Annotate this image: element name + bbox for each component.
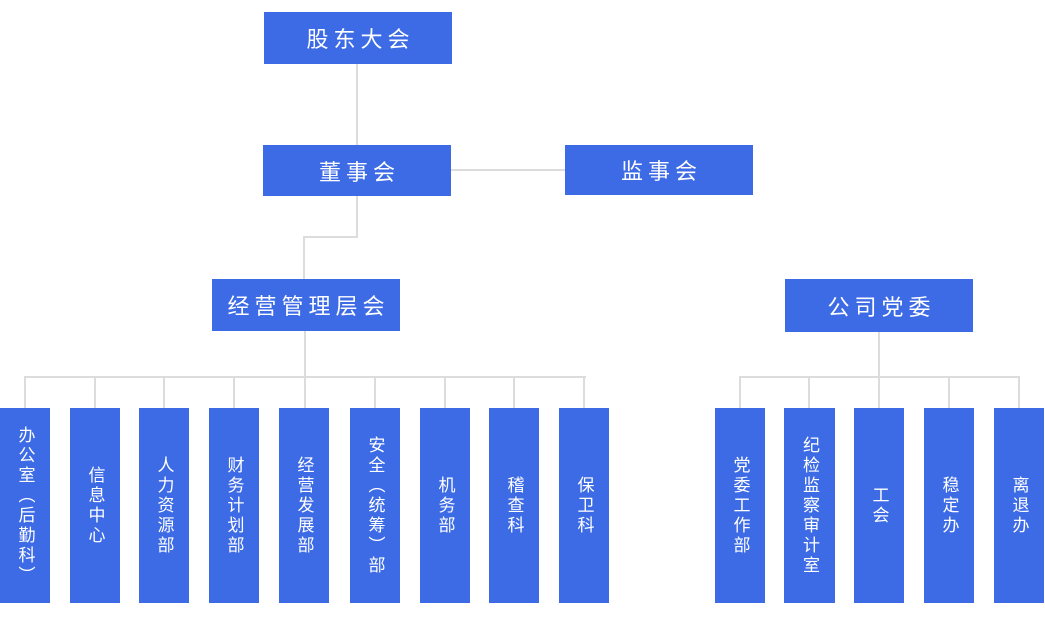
- node-label: 稳定办: [939, 475, 959, 536]
- node-dept-security: 保卫科: [559, 408, 609, 603]
- node-label: 机务部: [435, 475, 455, 536]
- connector-line: [808, 376, 810, 408]
- node-label: 股东大会: [306, 27, 415, 52]
- node-company-party-committee: 公司党委: [785, 279, 973, 332]
- connector-line: [1018, 376, 1020, 408]
- connector-line: [948, 376, 950, 408]
- node-label: 财务计划部: [224, 455, 244, 556]
- node-dept-retirement-office: 离退办: [994, 408, 1044, 603]
- connector-line: [356, 64, 358, 145]
- connector-line: [451, 169, 565, 171]
- node-dept-finance-planning: 财务计划部: [209, 408, 259, 603]
- node-board-of-directors: 董事会: [263, 145, 451, 196]
- connector-line: [94, 376, 96, 408]
- node-label: 党委工作部: [730, 455, 750, 556]
- node-dept-safety-coordination: 安全（统筹）部: [350, 408, 400, 603]
- node-label: 经营管理层会: [227, 294, 390, 319]
- connector-line: [374, 376, 376, 408]
- connector-line: [583, 376, 585, 408]
- node-label: 董事会: [318, 159, 400, 185]
- node-shareholders-meeting: 股东大会: [264, 12, 452, 64]
- node-dept-human-resources: 人力资源部: [139, 408, 189, 603]
- connector-line: [303, 236, 305, 279]
- node-label: 离退办: [1009, 475, 1029, 536]
- connector-line: [444, 376, 446, 408]
- node-label: 信息中心: [85, 465, 105, 546]
- node-supervisory-board: 监事会: [565, 145, 753, 195]
- connector-line: [303, 236, 358, 238]
- node-dept-machinery: 机务部: [420, 408, 470, 603]
- node-label: 稽查科: [504, 475, 524, 536]
- node-dept-stability-office: 稳定办: [924, 408, 974, 603]
- node-label: 纪检监察审计室: [800, 435, 819, 576]
- node-label: 办公室（后勤科）: [15, 425, 35, 586]
- node-dept-discipline-audit: 纪检监察审计室: [784, 408, 835, 603]
- node-label: 工会: [869, 485, 889, 526]
- node-label: 保卫科: [574, 475, 594, 536]
- node-dept-labor-union: 工会: [854, 408, 904, 603]
- node-label: 人力资源部: [154, 455, 174, 556]
- node-management-committee: 经营管理层会: [212, 279, 400, 331]
- connector-line: [356, 196, 358, 237]
- connector-line: [878, 332, 880, 408]
- connector-line: [163, 376, 165, 408]
- node-dept-inspection: 稽查科: [489, 408, 539, 603]
- connector-line: [739, 376, 741, 408]
- node-label: 监事会: [620, 159, 702, 184]
- node-dept-party-committee-work: 党委工作部: [715, 408, 765, 603]
- node-dept-general-office: 办公室（后勤科）: [0, 408, 50, 603]
- connector-line: [24, 376, 26, 408]
- node-label: 公司党委: [827, 294, 936, 320]
- connector-line: [304, 331, 306, 408]
- connector-line: [739, 376, 1020, 378]
- connector-line: [24, 376, 586, 378]
- node-label: 安全（统筹）部: [365, 435, 385, 576]
- connector-line: [233, 376, 235, 408]
- node-label: 经营发展部: [294, 455, 314, 556]
- connector-line: [513, 376, 515, 408]
- node-dept-business-development: 经营发展部: [279, 408, 329, 603]
- node-dept-information-center: 信息中心: [70, 408, 120, 603]
